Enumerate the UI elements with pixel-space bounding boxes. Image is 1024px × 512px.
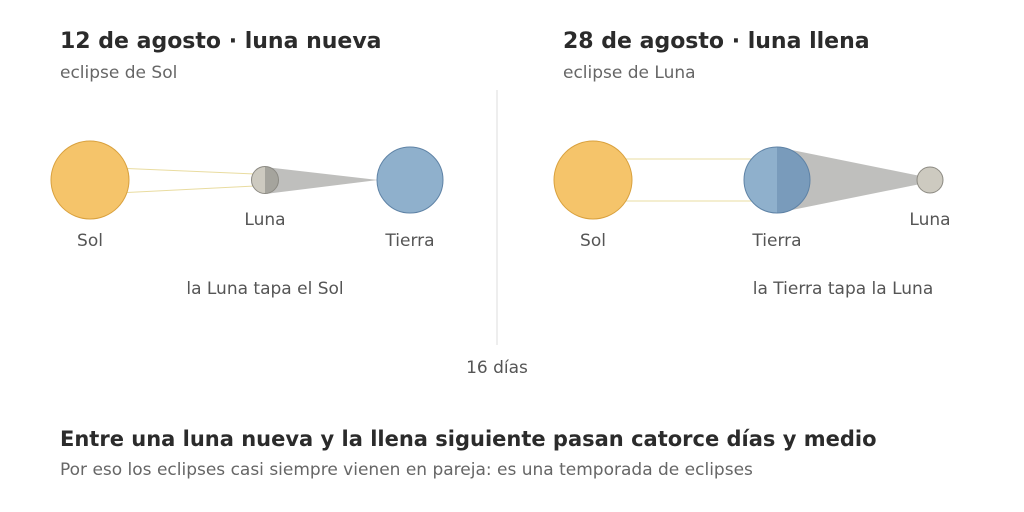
left-earth-label: Tierra	[384, 231, 434, 251]
left-moon-label: Luna	[244, 210, 285, 230]
left-panel-subtitle: eclipse de Sol	[60, 63, 177, 83]
footer-title: Entre una luna nueva y la llena siguient…	[60, 427, 877, 451]
left-caption: la Luna tapa el Sol	[186, 279, 343, 299]
right-panel-title: 28 de agosto · luna llena	[563, 29, 870, 54]
footer-subtitle: Por eso los eclipses casi siempre vienen…	[60, 460, 753, 480]
left-sun-label: Sol	[77, 231, 103, 251]
earth-night-side	[777, 147, 810, 213]
moon-night-side	[265, 166, 279, 194]
left-panel-title: 12 de agosto · luna nueva	[60, 29, 382, 54]
moon	[916, 166, 944, 194]
earth	[743, 146, 811, 214]
right-panel-subtitle: eclipse de Luna	[563, 63, 696, 83]
right-earth-label: Tierra	[751, 231, 801, 251]
earth-shadow-cone	[777, 147, 940, 213]
earth	[376, 146, 444, 214]
interval-label: 16 días	[466, 358, 528, 378]
right-sun-label: Sol	[580, 231, 606, 251]
sun	[553, 140, 633, 220]
sun-ray-bottom	[115, 185, 256, 194]
sun-ray-top	[115, 167, 256, 175]
right-moon-label: Luna	[909, 210, 950, 230]
right-panel: 28 de agosto · luna llena eclipse de Lun…	[553, 29, 951, 299]
moon-shadow-cone	[265, 167, 378, 194]
left-panel: 12 de agosto · luna nueva eclipse de Sol…	[50, 29, 444, 299]
right-caption: la Tierra tapa la Luna	[753, 279, 933, 299]
sun	[50, 140, 130, 220]
